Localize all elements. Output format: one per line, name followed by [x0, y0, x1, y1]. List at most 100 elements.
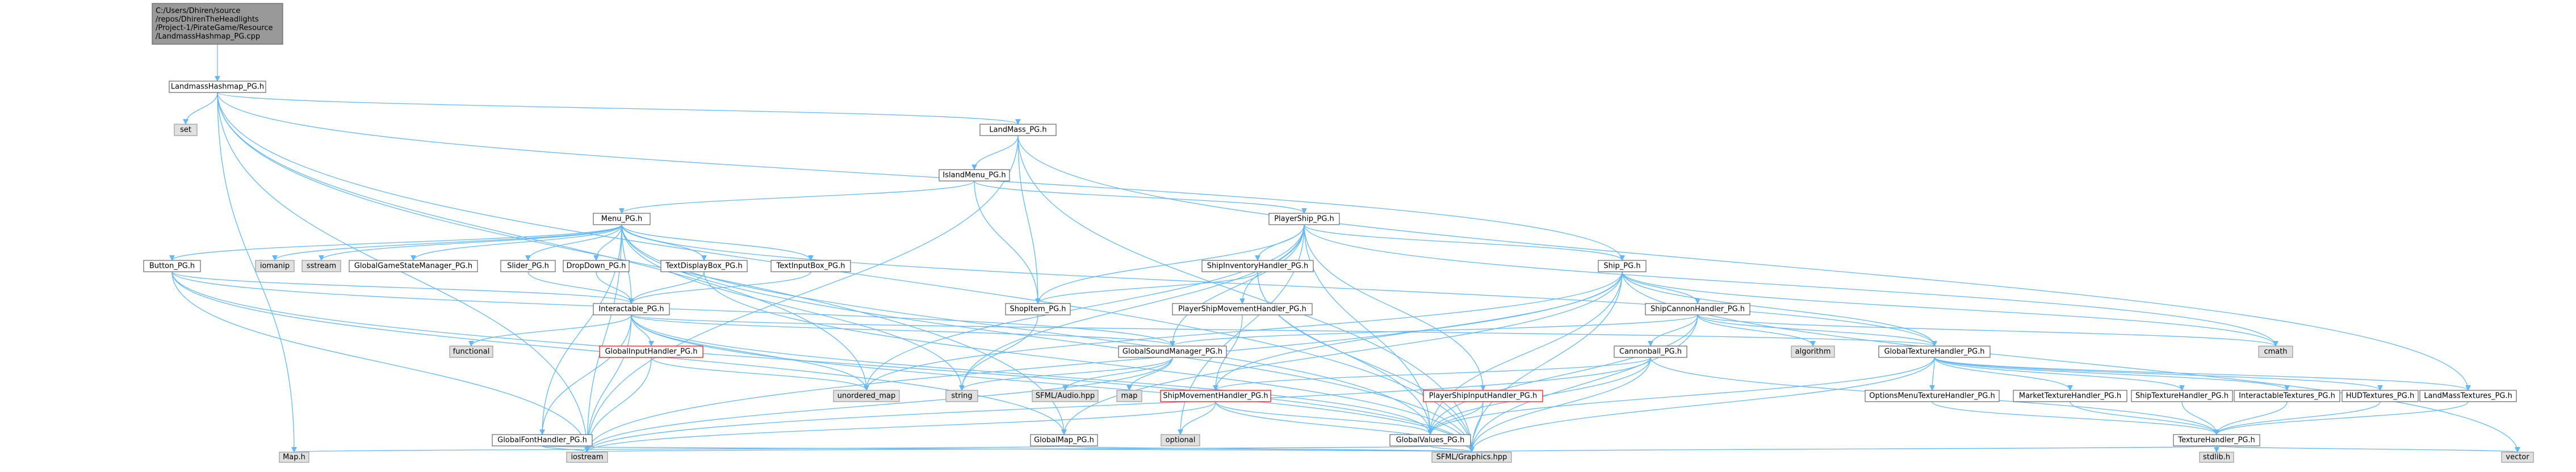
node-shiptexturehandler-pg-h[interactable]: ShipTextureHandler_PG.h [2131, 390, 2233, 402]
node-menu-pg-h[interactable]: Menu_PG.h [593, 213, 651, 225]
node-box [1865, 390, 2000, 402]
edge-line [1129, 357, 1173, 391]
node-iomanip: iomanip [255, 260, 295, 272]
edge-line [1934, 357, 2182, 391]
node-label: /LandmassHashmap_PG.cpp [156, 32, 260, 41]
node-shopitem-pg-h[interactable]: ShopItem_PG.h [1005, 303, 1071, 315]
edge-line [275, 224, 622, 261]
node-label: /Project-1/PirateGame/Resource [156, 24, 273, 32]
edge-ship-pg-h-to-unordered-map [866, 271, 1623, 390]
edge-line [1216, 314, 1243, 390]
edge-line [587, 135, 1019, 452]
node-label: functional [453, 348, 490, 356]
node-playershipinputhandler-pg-h[interactable]: PlayerShipInputHandler_PG.h [1423, 390, 1543, 402]
edge-line [1622, 271, 2518, 452]
node-shipinventoryhandler-pg-h[interactable]: ShipInventoryHandler_PG.h [1201, 260, 1314, 272]
node-globalsoundmanager-pg-h[interactable]: GlobalSoundManager_PG.h [1118, 345, 1227, 358]
node-set: set [174, 124, 198, 136]
node-label: ShipTextureHandler_PG.h [2135, 392, 2229, 401]
node-globalvalues-pg-h[interactable]: GlobalValues_PG.h [1389, 434, 1471, 446]
node-label: ShipMovementHandler_PG.h [1163, 392, 1268, 401]
node-label: vector [2506, 453, 2529, 462]
edge-globaltexturehandler-pg-h-to-shiptexturehandler-pg-h [1934, 357, 2182, 391]
node-button-pg-h[interactable]: Button_PG.h [143, 260, 201, 272]
node-box [1431, 452, 1512, 463]
node-hudtextures-pg-h[interactable]: HUDTextures_PG.h [2342, 390, 2419, 402]
node-box [500, 260, 556, 272]
edge-menu-pg-h-to-dropdown-pg-h [596, 224, 622, 260]
node-box [770, 260, 851, 272]
node-globalmap-pg-h[interactable]: GlobalMap_PG.h [1030, 434, 1098, 446]
node-markettexturehandler-pg-h[interactable]: MarketTextureHandler_PG.h [2013, 390, 2127, 402]
node-map-h: Map.h [279, 452, 309, 463]
edge-textdisplaybox-pg-h-to-interactable-pg-h [631, 271, 705, 304]
node-playershipmovementhandler-pg-h[interactable]: PlayerShipMovementHandler_PG.h [1172, 303, 1313, 315]
node-globalfonthandler-pg-h[interactable]: GlobalFontHandler_PG.h [492, 434, 593, 446]
node-box [492, 434, 593, 446]
node-box [1614, 345, 1687, 358]
edge-menu-pg-h-to-slider-pg-h [528, 224, 622, 261]
node-box [945, 390, 978, 402]
node-label: unordered_map [837, 392, 896, 401]
node-dropdown-pg-h[interactable]: DropDown_PG.h [563, 260, 630, 272]
node-globalgamestatemanager-pg-h[interactable]: GlobalGameStateManager_PG.h [349, 260, 478, 272]
node-islandmenu-pg-h[interactable]: IslandMenu_PG.h [939, 169, 1010, 182]
edge-line [631, 314, 1934, 347]
edge-line [622, 180, 975, 214]
edge-menu-pg-h-to-textinputbox-pg-h [621, 224, 811, 261]
node-shipcannonhandler-pg-h[interactable]: ShipCannonHandler_PG.h [1645, 303, 1750, 315]
edge-landmasshashmap-pg-h-to-landmass-pg-h [217, 92, 1018, 125]
edge-line [2217, 401, 2288, 435]
node-box [660, 260, 748, 272]
edge-line [1430, 271, 1623, 435]
node-box [255, 260, 295, 272]
edge-globalsoundmanager-pg-h-to-string [962, 357, 1173, 391]
node-string: string [945, 390, 978, 402]
node-iostream: iostream [566, 452, 608, 463]
edge-menu-pg-h-to-globaltexturehandler-pg-h [621, 224, 1934, 346]
edge-line [621, 224, 704, 261]
edge-line [1622, 271, 2276, 347]
edge-line [974, 180, 1038, 304]
node-globalinputhandler-pg-h[interactable]: GlobalInputHandler_PG.h [599, 345, 703, 358]
edge-line [217, 92, 1018, 125]
edge-line [1430, 445, 1472, 453]
node-box [2173, 434, 2260, 446]
node-ship-pg-h[interactable]: Ship_PG.h [1598, 260, 1647, 272]
node-box [2501, 452, 2534, 463]
node-textdisplaybox-pg-h[interactable]: TextDisplayBox_PG.h [660, 260, 748, 272]
edge-line [1932, 401, 2217, 435]
node-optionsmenutexturehandler-pg-h[interactable]: OptionsMenuTextureHandler_PG.h [1865, 390, 2000, 402]
edge-line [1651, 314, 1698, 347]
node-landmass-pg-h[interactable]: LandMass_PG.h [979, 124, 1057, 136]
node-box [152, 3, 283, 45]
node-slider-pg-h[interactable]: Slider_PG.h [500, 260, 556, 272]
node-label: LandmassHashmap_PG.h [171, 83, 264, 91]
node-root[interactable]: C:/Users/Dhiren/source/repos/DhirenTheHe… [152, 3, 283, 45]
node-label: TextureHandler_PG.h [2177, 436, 2255, 445]
edge-interactable-pg-h-to-globalinputhandler-pg-h [631, 314, 651, 346]
node-sfmlaudio-hpp: SFML/Audio.hpp [1032, 390, 1099, 402]
edge-landmasshashmap-pg-h-to-unordered-map [217, 92, 866, 390]
edge-line [1304, 224, 2276, 346]
edge-line [217, 92, 1472, 452]
edge-hudtextures-pg-h-to-texturehandler-pg-h [2217, 401, 2381, 435]
edge-shipcannonhandler-pg-h-to-algorithm [1697, 314, 1813, 347]
node-interactabletextures-pg-h[interactable]: InteractableTextures_PG.h [2234, 390, 2340, 402]
edge-line [186, 92, 218, 125]
node-cannonball-pg-h[interactable]: Cannonball_PG.h [1614, 345, 1687, 358]
node-globaltexturehandler-pg-h[interactable]: GlobalTextureHandler_PG.h [1878, 345, 1991, 358]
node-landmasshashmap-pg-h[interactable]: LandmassHashmap_PG.h [169, 81, 266, 93]
node-landmasstextures-pg-h[interactable]: LandMassTextures_PG.h [2419, 390, 2517, 402]
node-textinputbox-pg-h[interactable]: TextInputBox_PG.h [770, 260, 851, 272]
node-interactable-pg-h[interactable]: Interactable_PG.h [593, 303, 670, 315]
node-playership-pg-h[interactable]: PlayerShip_PG.h [1268, 213, 1340, 225]
node-shipmovementhandler-pg-h[interactable]: ShipMovementHandler_PG.h [1160, 390, 1271, 402]
node-texturehandler-pg-h[interactable]: TextureHandler_PG.h [2173, 434, 2260, 446]
edge-landmasshashmap-pg-h-to-iostream [217, 92, 587, 452]
edge-line [621, 224, 962, 390]
edge-line [1304, 224, 1483, 390]
node-label: MarketTextureHandler_PG.h [2019, 392, 2121, 401]
edge-line [2070, 401, 2217, 435]
node-label: Cannonball_PG.h [1619, 348, 1682, 356]
